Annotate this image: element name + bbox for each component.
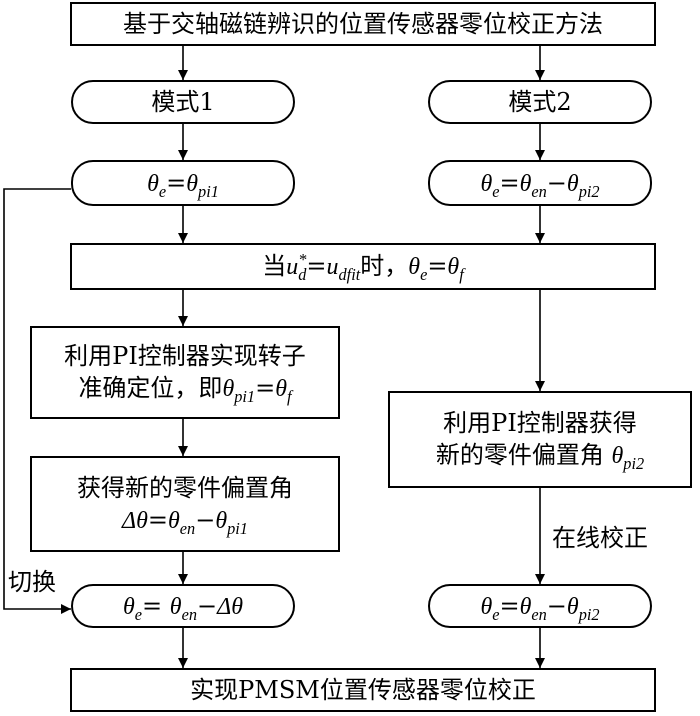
switch-label: 切换 <box>8 568 56 596</box>
eq-right-1: θe=θen−θpi2 <box>480 168 600 201</box>
mode1-box: 模式1 <box>71 80 295 124</box>
pi-locate-line1: 利用PI控制器实现转子 <box>64 342 306 370</box>
mode1-text: 模式1 <box>151 88 215 116</box>
eq-left-2-box: θe= θen−Δθ <box>71 584 295 628</box>
eq-right-2-box: θe=θen−θpi2 <box>428 584 652 628</box>
eq-right-2: θe=θen−θpi2 <box>480 591 600 624</box>
eq-left-1: θe=θpi1 <box>147 168 219 201</box>
pi-locate-box: 利用PI控制器实现转子 准确定位，即θpi1=θf <box>30 326 340 419</box>
eq-right-1-box: θe=θen−θpi2 <box>428 160 652 206</box>
pi-obtain-line2: 新的零件偏置角 θpi2 <box>435 441 645 473</box>
eq-left-1-box: θe=θpi1 <box>71 160 295 206</box>
online-label: 在线校正 <box>552 524 648 552</box>
condition-box: 当u*d=udfit时，θe=θf <box>70 243 656 290</box>
new-offset-left-box: 获得新的零件偏置角 Δθ=θen−θpi1 <box>30 456 340 552</box>
title-box: 基于交轴磁链辨识的位置传感器零位校正方法 <box>70 2 656 46</box>
pi-locate-line2: 准确定位，即θpi1=θf <box>78 374 292 406</box>
eq-left-2: θe= θen−Δθ <box>123 591 243 624</box>
mode2-box: 模式2 <box>428 80 652 124</box>
new-offset-left-line1: 获得新的零件偏置角 <box>77 473 293 502</box>
pi-obtain-line1: 利用PI控制器获得 <box>443 409 637 437</box>
final-box: 实现PMSM位置传感器零位校正 <box>70 668 656 712</box>
new-offset-left-line2: Δθ=θen−θpi1 <box>122 505 248 538</box>
pi-obtain-box: 利用PI控制器获得 新的零件偏置角 θpi2 <box>388 391 692 488</box>
switch-feedback-line <box>3 188 71 614</box>
final-text: 实现PMSM位置传感器零位校正 <box>190 676 536 704</box>
condition-text: 当u*d=udfit时，θe=θf <box>262 249 464 284</box>
title-text: 基于交轴磁链辨识的位置传感器零位校正方法 <box>123 10 603 38</box>
mode2-text: 模式2 <box>508 88 572 116</box>
